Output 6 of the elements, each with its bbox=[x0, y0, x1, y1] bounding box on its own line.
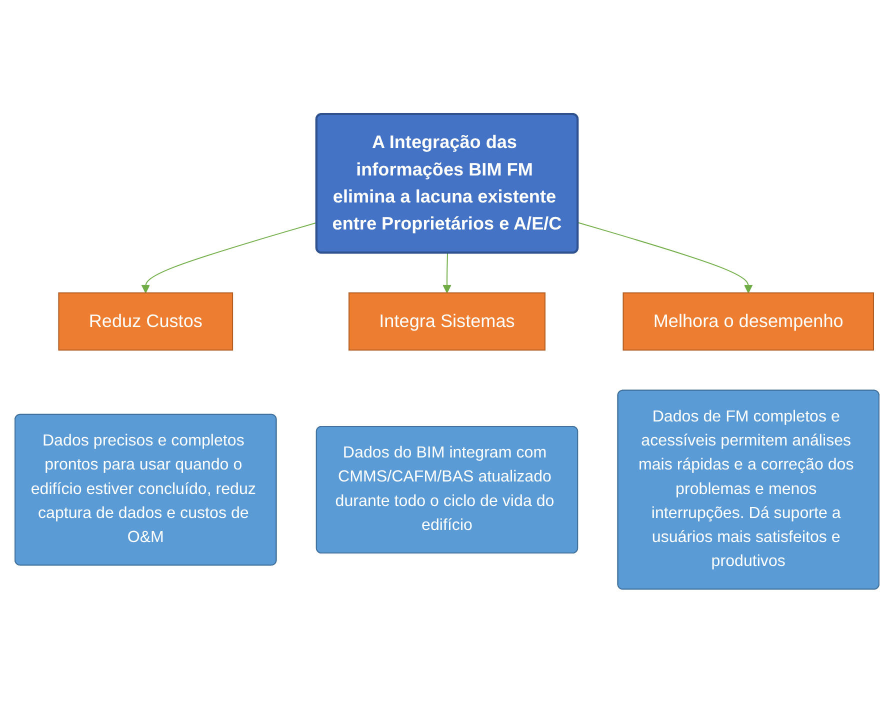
node-box: Integra Sistemas bbox=[348, 292, 546, 351]
node-box: Melhora o desempenho bbox=[622, 292, 874, 351]
arrow bbox=[141, 222, 318, 294]
arrow bbox=[442, 254, 452, 294]
node-box: Reduz Custos bbox=[58, 292, 234, 351]
arrow bbox=[578, 222, 753, 294]
